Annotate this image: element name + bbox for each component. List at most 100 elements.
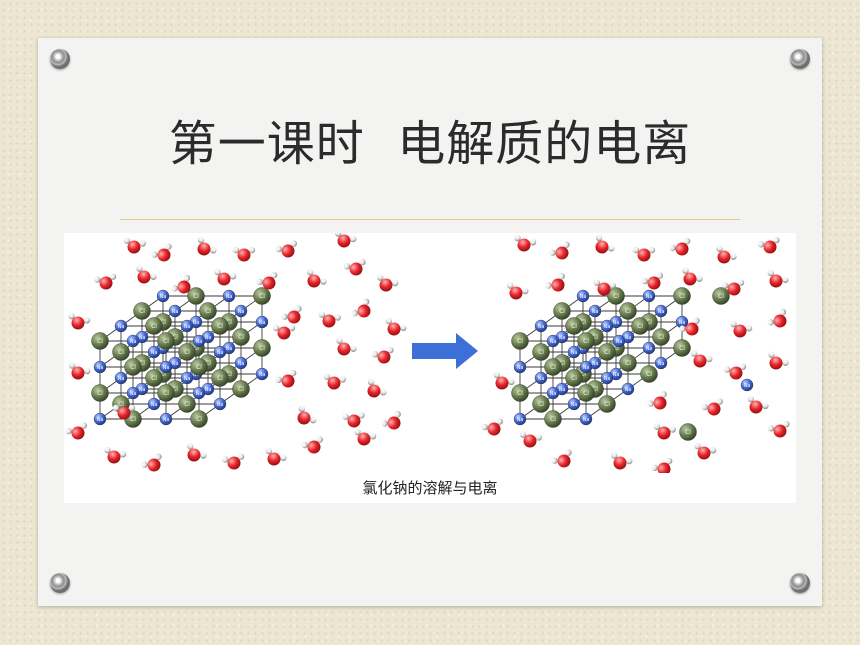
sodium-ion-label: Na xyxy=(538,376,545,382)
water-molecule xyxy=(545,273,565,292)
sodium-ion-label: Na xyxy=(571,350,578,356)
water-molecule xyxy=(549,241,570,260)
chloride-ion: Cl xyxy=(598,343,616,361)
chloride-ion-label: Cl xyxy=(583,390,589,397)
water-molecule xyxy=(722,279,745,296)
hydrogen-atom xyxy=(123,237,131,244)
water-molecule xyxy=(214,268,237,286)
oxygen-atom xyxy=(277,326,291,340)
sodium-ion: Na xyxy=(213,345,227,359)
sodium-ion-label: Na xyxy=(517,365,524,371)
sodium-ion: Na xyxy=(546,334,560,348)
chloride-ion: Cl xyxy=(544,358,562,376)
chloride-ion-label: Cl xyxy=(559,308,565,315)
hydrogen-atom xyxy=(626,457,633,465)
chloride-ion: Cl xyxy=(211,317,229,335)
sodium-ion: Na xyxy=(588,304,602,318)
oxygen-atom xyxy=(657,462,671,473)
sodium-ion: Na xyxy=(168,304,182,318)
hydrogen-atom xyxy=(171,285,178,292)
hydrogen-atom xyxy=(109,273,117,280)
hydrogen-atom xyxy=(380,389,387,396)
chloride-ion-label: Cl xyxy=(583,338,589,345)
sodium-ion-label: Na xyxy=(580,294,587,300)
hydrogen-atom xyxy=(716,245,723,252)
hydrogen-atom xyxy=(737,279,745,286)
chloride-ion-label: Cl xyxy=(637,323,643,330)
oxygen-atom xyxy=(287,310,301,324)
water-molecule xyxy=(381,411,401,430)
sodium-ion: Na xyxy=(621,382,635,396)
sodium-ion-label: Na xyxy=(217,350,224,356)
water-molecule xyxy=(716,245,737,264)
sodium-ion-label: Na xyxy=(238,309,245,315)
hydrogen-atom xyxy=(339,376,346,383)
chloride-ion-label: Cl xyxy=(97,390,103,397)
hydrogen-atom xyxy=(318,311,326,318)
water-molecule xyxy=(272,324,296,340)
chloride-ion-label: Cl xyxy=(196,416,202,423)
sodium-ion: Na xyxy=(180,371,194,385)
oxygen-atom xyxy=(729,366,743,380)
oxygen-atom xyxy=(337,234,351,248)
hydrogen-atom xyxy=(696,275,703,282)
hydrogen-atom xyxy=(323,373,331,380)
hydrogen-atom xyxy=(301,441,308,449)
hydrogen-atom xyxy=(376,274,384,281)
hydrogen-atom xyxy=(68,312,75,320)
sodium-ion-label: Na xyxy=(118,376,125,382)
sodium-ion: Na xyxy=(255,367,269,381)
oxygen-atom xyxy=(683,272,697,286)
oxygen-atom xyxy=(322,314,336,328)
oxygen-atom xyxy=(117,406,131,420)
chloride-ion: Cl xyxy=(619,354,637,372)
oxygen-atom xyxy=(487,422,501,436)
sodium-ion: Na xyxy=(159,360,173,374)
chloride-ion: Cl xyxy=(133,302,151,320)
sodium-ion-label: Na xyxy=(616,339,623,345)
sodium-ion-label: Na xyxy=(193,320,200,326)
oxygen-atom xyxy=(71,426,85,440)
oxygen-atom xyxy=(557,454,571,468)
hydrogen-atom xyxy=(535,434,542,441)
sodium-ion-label: Na xyxy=(172,361,179,367)
chloride-ion-label: Cl xyxy=(151,375,157,382)
hydrogen-atom xyxy=(237,453,245,460)
hydrogen-atom xyxy=(155,453,162,460)
water-molecule xyxy=(256,271,278,290)
oxygen-atom xyxy=(157,248,171,262)
chloride-ion: Cl xyxy=(640,365,658,383)
chloride-ion-label: Cl xyxy=(193,293,199,300)
oxygen-atom xyxy=(327,376,341,390)
oxygen-atom xyxy=(227,456,241,470)
sodium-ion-label: Na xyxy=(613,320,620,326)
pushpin-icon xyxy=(50,573,70,593)
hydrogen-atom xyxy=(641,277,648,285)
sodium-ion-label: Na xyxy=(217,402,224,408)
chloride-ion-label: Cl xyxy=(646,319,652,326)
chloride-ion-label: Cl xyxy=(580,319,586,326)
oxygen-atom xyxy=(773,424,787,438)
water-molecule xyxy=(701,398,724,416)
chloride-ion-label: Cl xyxy=(625,308,631,315)
water-molecule xyxy=(767,308,787,328)
oxygen-atom xyxy=(107,450,121,464)
hydrogen-atom xyxy=(222,456,229,463)
hydrogen-atom xyxy=(545,282,552,289)
sodium-ion: Na xyxy=(740,378,754,392)
title-divider xyxy=(120,219,740,220)
hydrogen-atom xyxy=(610,452,618,459)
sodium-ion: Na xyxy=(126,386,140,400)
hydrogen-atom xyxy=(362,298,370,306)
hydrogen-atom xyxy=(83,317,91,324)
hydrogen-atom xyxy=(281,313,288,320)
oxygen-atom xyxy=(349,262,363,276)
sodium-ion: Na xyxy=(654,304,668,318)
hydrogen-atom xyxy=(272,324,280,332)
sodium-ion-label: Na xyxy=(613,372,620,378)
water-molecule xyxy=(275,369,297,388)
water-molecule xyxy=(141,453,162,472)
sodium-ion-label: Na xyxy=(151,402,158,408)
chloride-ion: Cl xyxy=(145,317,163,335)
hydrogen-atom xyxy=(767,319,774,326)
